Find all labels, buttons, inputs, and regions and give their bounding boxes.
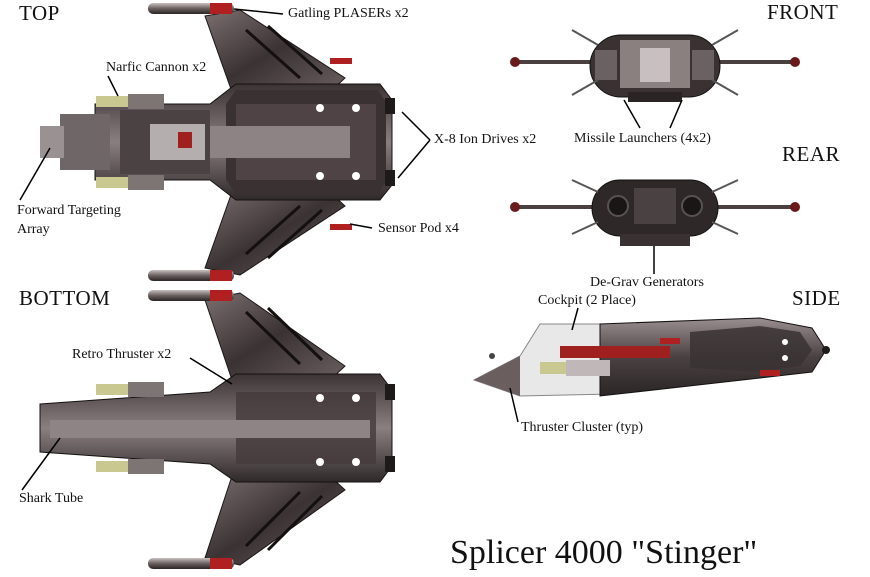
label-cockpit: Cockpit (2 Place) [538,293,636,308]
label-retro-thruster: Retro Thruster x2 [72,347,172,362]
front-view-ship [510,29,800,102]
side-view-ship [472,317,830,397]
rear-view-ship [510,179,800,246]
label-gatling-plasers: Gatling PLASERs x2 [288,6,409,21]
view-heading-side: SIDE [792,286,841,310]
label-shark-tube: Shark Tube [19,491,84,506]
view-heading-rear: REAR [782,142,841,166]
label-forward-targeting-2: Array [17,222,50,237]
label-degrav-generators: De-Grav Generators [590,275,704,290]
label-narfic-cannon: Narfic Cannon x2 [106,60,207,75]
bottom-view-ship [39,290,395,569]
callout-leaders [19,8,683,491]
label-forward-targeting-1: Forward Targeting [17,203,121,218]
label-ion-drives: X-8 Ion Drives x2 [434,132,537,147]
label-thruster-cluster: Thruster Cluster (typ) [521,420,644,435]
label-sensor-pod: Sensor Pod x4 [378,221,459,236]
top-view-ship [40,3,395,281]
label-missile-launchers: Missile Launchers (4x2) [574,131,711,146]
view-heading-top: TOP [19,1,60,25]
view-heading-front: FRONT [767,0,839,24]
view-heading-bottom: BOTTOM [19,286,111,310]
ship-title: Splicer 4000 "Stinger" [450,534,758,571]
